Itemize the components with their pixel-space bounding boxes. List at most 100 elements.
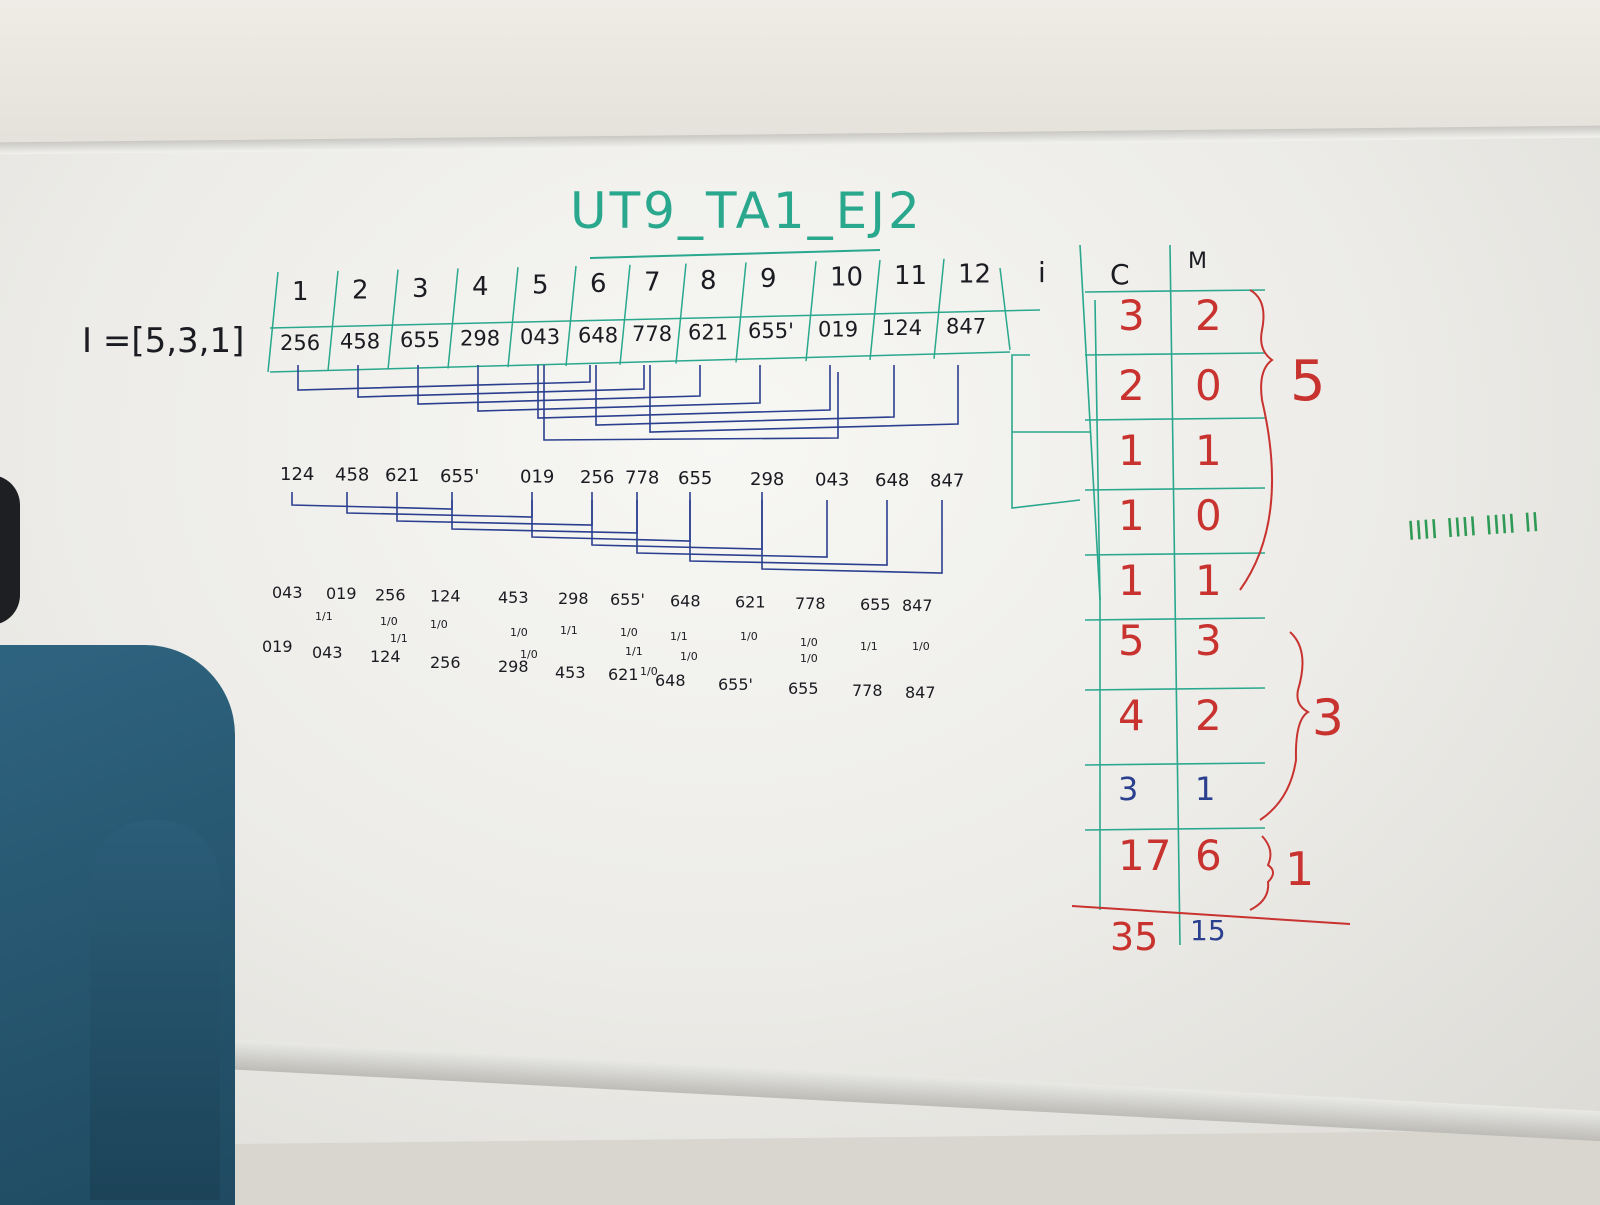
index-6: 6: [590, 269, 607, 299]
sorted-value: 655': [718, 675, 753, 694]
index-9: 9: [760, 264, 777, 294]
table-m-value: 2: [1195, 291, 1222, 340]
table-c-value: 2: [1118, 361, 1145, 410]
sorted-value: 778: [852, 681, 883, 700]
table-c-value: 5: [1118, 616, 1145, 665]
table-m-value: 1: [1195, 556, 1222, 605]
table-c-value: 1: [1118, 556, 1145, 605]
sorted-value: 256: [430, 653, 461, 672]
compare-value: 778: [795, 594, 826, 613]
pass1-value: 778: [625, 468, 659, 489]
compare-value: 655: [860, 595, 891, 614]
pass1-value: 019: [520, 466, 554, 487]
compare-mark: 1/1: [670, 630, 688, 643]
compare-mark: 1/1: [860, 640, 878, 653]
sorted-value: 043: [312, 643, 343, 662]
index-7: 7: [644, 267, 661, 297]
original-value: 019: [818, 318, 858, 342]
compare-value: 124: [430, 587, 461, 606]
sorted-value: 621: [608, 665, 639, 684]
compare-value: 655': [610, 590, 645, 609]
gap3-connectors: [291, 492, 943, 574]
pass1-value: 655': [440, 466, 479, 487]
original-value: 256: [280, 331, 320, 355]
index-2: 2: [352, 275, 369, 305]
increments-label: I =[5,3,1]: [82, 321, 244, 361]
tally-marks: IIII IIII IIII II: [1406, 508, 1540, 547]
compare-mark: 1/0: [620, 626, 638, 639]
compare-mark: 1/1: [560, 624, 578, 637]
compare-mark: 1/0: [740, 630, 758, 643]
compare-mark: 1/0: [912, 640, 930, 653]
pass1-value: 298: [750, 469, 784, 490]
brace-label-5: 5: [1290, 349, 1326, 414]
compare-mark: 1/1: [390, 632, 408, 645]
index-1: 1: [292, 277, 309, 307]
table-c-value: 3: [1118, 291, 1145, 340]
compare-mark: 1/0: [510, 626, 528, 639]
original-value: 655: [400, 328, 440, 352]
sorted-value: 019: [262, 637, 293, 656]
original-value: 655': [748, 319, 794, 343]
sorted-value: 298: [498, 657, 529, 676]
table-m-value: 1: [1195, 770, 1215, 808]
person-arm: [90, 820, 220, 1200]
table-m-value: 1: [1195, 426, 1222, 475]
table-c-value: 4: [1118, 691, 1145, 740]
compare-mark: 1/0: [640, 665, 658, 678]
total-m: 15: [1190, 914, 1226, 947]
person-head: [0, 475, 20, 625]
compare-value: 648: [670, 591, 701, 610]
sorted-value: 847: [905, 683, 936, 702]
sorted-row: 019 043 124 256 298 453 621 648 655' 655 778 847: [262, 637, 936, 702]
pass1-value: 043: [815, 469, 849, 490]
index-3: 3: [412, 274, 429, 304]
compare-mark: 1/1: [625, 645, 643, 658]
compare-mark: 1/1: [315, 610, 333, 623]
table-c-value: 17: [1118, 831, 1171, 880]
index-8: 8: [700, 266, 717, 296]
compare-mark: 1/0: [680, 650, 698, 663]
original-value: 124: [882, 316, 922, 340]
compare-value: 847: [902, 596, 933, 615]
compare-mark: 1/0: [800, 652, 818, 665]
pass1-value: 648: [875, 470, 909, 491]
table-m-value: 0: [1195, 491, 1222, 540]
pass1-value: 621: [385, 465, 419, 486]
table-m-value: 0: [1195, 361, 1222, 410]
index-11: 11: [894, 261, 927, 291]
compare-mark: 1/0: [520, 648, 538, 661]
index-grid: [267, 258, 1041, 373]
compare-value: 256: [375, 585, 406, 604]
index-5: 5: [532, 271, 549, 301]
index-10: 10: [830, 263, 863, 293]
total-c: 35: [1110, 915, 1158, 959]
index-4: 4: [472, 272, 489, 302]
pass1-value: 124: [280, 464, 314, 485]
index-12: 12: [958, 259, 991, 289]
compare-mark: 1/0: [430, 618, 448, 631]
sorted-value: 124: [370, 647, 401, 666]
original-value: 043: [520, 325, 560, 349]
sorted-value: 648: [655, 671, 686, 690]
wall: [0, 0, 1600, 150]
sorted-value: 453: [555, 663, 586, 682]
compare-value: 298: [558, 589, 589, 608]
compare-value: 019: [326, 584, 357, 603]
board-title: UT9_TA1_EJ2: [570, 182, 923, 240]
pass1-value: 655: [678, 468, 712, 489]
sorted-value: 655: [788, 679, 819, 698]
original-value: 648: [578, 324, 618, 348]
pass1-value: 458: [335, 465, 369, 486]
gap5-connectors: [297, 365, 959, 441]
table-c-value: 1: [1118, 491, 1145, 540]
brace-label-1: 1: [1285, 842, 1314, 896]
comparison-marks: 1/1 1/0 1/1 1/0 1/0 1/1 1/0 1/1 1/0 1/0 1/1 1/0 1/0 1…: [315, 610, 930, 678]
original-value: 778: [632, 322, 672, 346]
pass1-value: 847: [930, 471, 964, 492]
original-value: 298: [460, 327, 500, 351]
